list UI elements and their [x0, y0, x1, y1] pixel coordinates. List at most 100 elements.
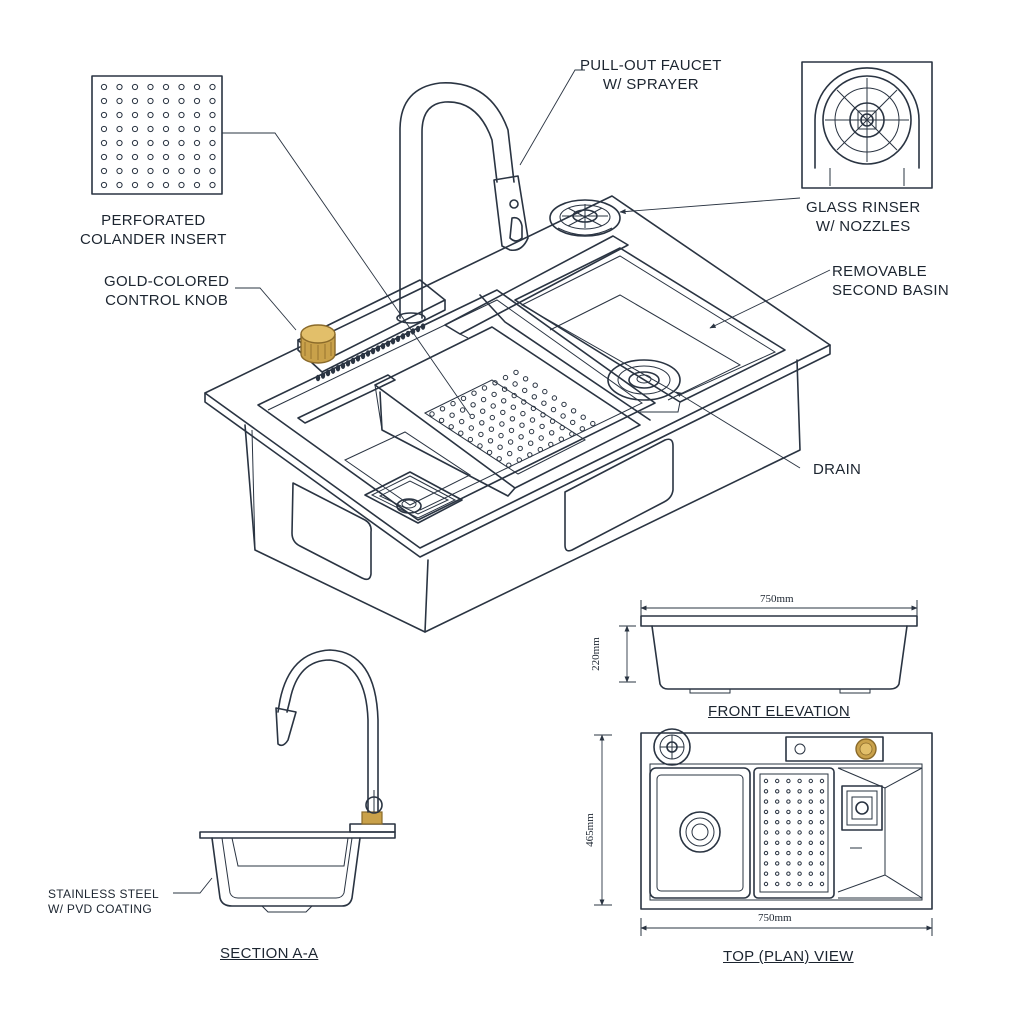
- perforation-hole: [541, 400, 547, 406]
- perforation-hole: [775, 809, 780, 815]
- perforation-hole: [775, 861, 780, 866]
- perforation-hole: [819, 820, 825, 825]
- perforation-hole: [178, 97, 185, 105]
- vent-slot: [420, 323, 426, 330]
- label-pull-out-faucet: PULL-OUT FAUCET W/ SPRAYER: [580, 57, 722, 93]
- perforation-hole: [819, 778, 825, 784]
- perforation-hole: [518, 434, 524, 440]
- perforation-hole: [116, 97, 123, 105]
- perforation-hole: [429, 411, 435, 417]
- perforation-hole: [808, 820, 813, 825]
- perforation-hole: [512, 381, 518, 387]
- perforation-hole: [509, 416, 516, 422]
- perforation-hole: [763, 861, 769, 866]
- perforation-hole: [496, 456, 502, 462]
- leader-lines: [173, 69, 831, 894]
- perforation-hole: [178, 153, 185, 161]
- perforation-hole: [550, 406, 557, 413]
- perforation-hole: [162, 111, 170, 119]
- dim-plan-width: 750mm: [758, 912, 792, 924]
- perforation-hole: [560, 413, 566, 419]
- perforation-hole: [162, 153, 170, 161]
- perforation-hole: [488, 426, 495, 432]
- perforation-hole: [569, 431, 575, 437]
- perforation-hole: [590, 420, 596, 427]
- perforation-hole: [819, 861, 825, 866]
- perforation-hole: [131, 111, 139, 119]
- perforation-hole: [209, 181, 216, 189]
- perforation-hole: [763, 850, 769, 856]
- perforation-hole: [162, 181, 170, 189]
- perforation-hole: [517, 445, 523, 452]
- perforation-hole: [439, 406, 446, 412]
- perforation-hole: [797, 789, 802, 794]
- vent-slot: [375, 345, 381, 352]
- perforation-hole: [100, 111, 108, 119]
- perforation-hole: [460, 395, 467, 402]
- perforation-hole: [797, 871, 802, 876]
- label-glass-rinser: GLASS RINSER W/ NOZZLES: [806, 199, 921, 235]
- perforation-hole: [808, 850, 813, 856]
- perforation-hole: [131, 83, 139, 91]
- vent-slot: [320, 372, 326, 379]
- perforation-hole: [178, 181, 185, 189]
- perforation-hole: [209, 125, 216, 133]
- perforation-hole: [786, 881, 791, 887]
- perforation-hole: [775, 850, 780, 856]
- perforation-hole: [501, 386, 508, 392]
- perforation-hole: [502, 374, 509, 381]
- perforation-hole: [507, 450, 513, 457]
- title-section: SECTION A-A: [220, 945, 319, 962]
- perforation-hole: [531, 394, 537, 400]
- vent-slot: [365, 350, 371, 357]
- perforation-hole: [491, 391, 497, 398]
- label-second-basin: REMOVABLE SECOND BASIN: [832, 263, 949, 299]
- vent-slot: [405, 330, 411, 338]
- perforation-hole: [477, 443, 483, 449]
- perforation-hole: [467, 436, 474, 443]
- perforation-hole: [131, 153, 139, 161]
- perforation-hole: [763, 799, 769, 804]
- perforation-hole: [819, 881, 825, 887]
- perforation-hole: [116, 125, 123, 133]
- perforation-hole: [486, 449, 493, 456]
- perforation-hole: [100, 139, 108, 147]
- label-material: STAINLESS STEEL W/ PVD COATING: [48, 887, 159, 916]
- perforation-hole: [579, 426, 585, 432]
- vent-slot: [370, 347, 376, 355]
- perforation-hole: [487, 438, 494, 444]
- perforation-hole: [116, 181, 123, 189]
- perforation-hole: [100, 97, 108, 105]
- perforation-hole: [521, 399, 527, 405]
- perforation-hole: [162, 125, 170, 133]
- title-front-elevation: FRONT ELEVATION: [708, 703, 851, 720]
- perforation-hole: [548, 441, 554, 448]
- vent-slot: [325, 369, 331, 377]
- perforation-hole: [786, 850, 791, 856]
- perforation-hole: [558, 436, 564, 442]
- perforation-hole: [497, 444, 503, 450]
- perforation-hole: [540, 412, 546, 418]
- perforation-hole: [522, 376, 529, 382]
- perforation-hole: [775, 830, 780, 835]
- gold-knob: [300, 324, 336, 364]
- perforation-hole: [819, 809, 825, 815]
- perforation-hole: [470, 402, 476, 408]
- perforation-hole: [193, 97, 201, 105]
- perforation-hole: [763, 789, 769, 794]
- perforation-hole: [797, 861, 802, 866]
- perforation-hole: [808, 881, 813, 887]
- perforation-hole: [775, 820, 780, 825]
- perforation-hole: [448, 424, 454, 430]
- perforation-hole: [116, 111, 123, 119]
- perforation-hole: [193, 139, 201, 147]
- perforation-hole: [116, 139, 123, 147]
- vent-slot: [395, 335, 401, 342]
- perforation-hole: [808, 861, 813, 866]
- front-elevation-view: [619, 600, 918, 694]
- perforation-hole: [808, 809, 813, 815]
- perforation-hole: [501, 398, 507, 404]
- perforation-hole: [561, 401, 567, 408]
- perforation-hole: [819, 799, 825, 804]
- dim-front-height: 220mm: [590, 637, 602, 671]
